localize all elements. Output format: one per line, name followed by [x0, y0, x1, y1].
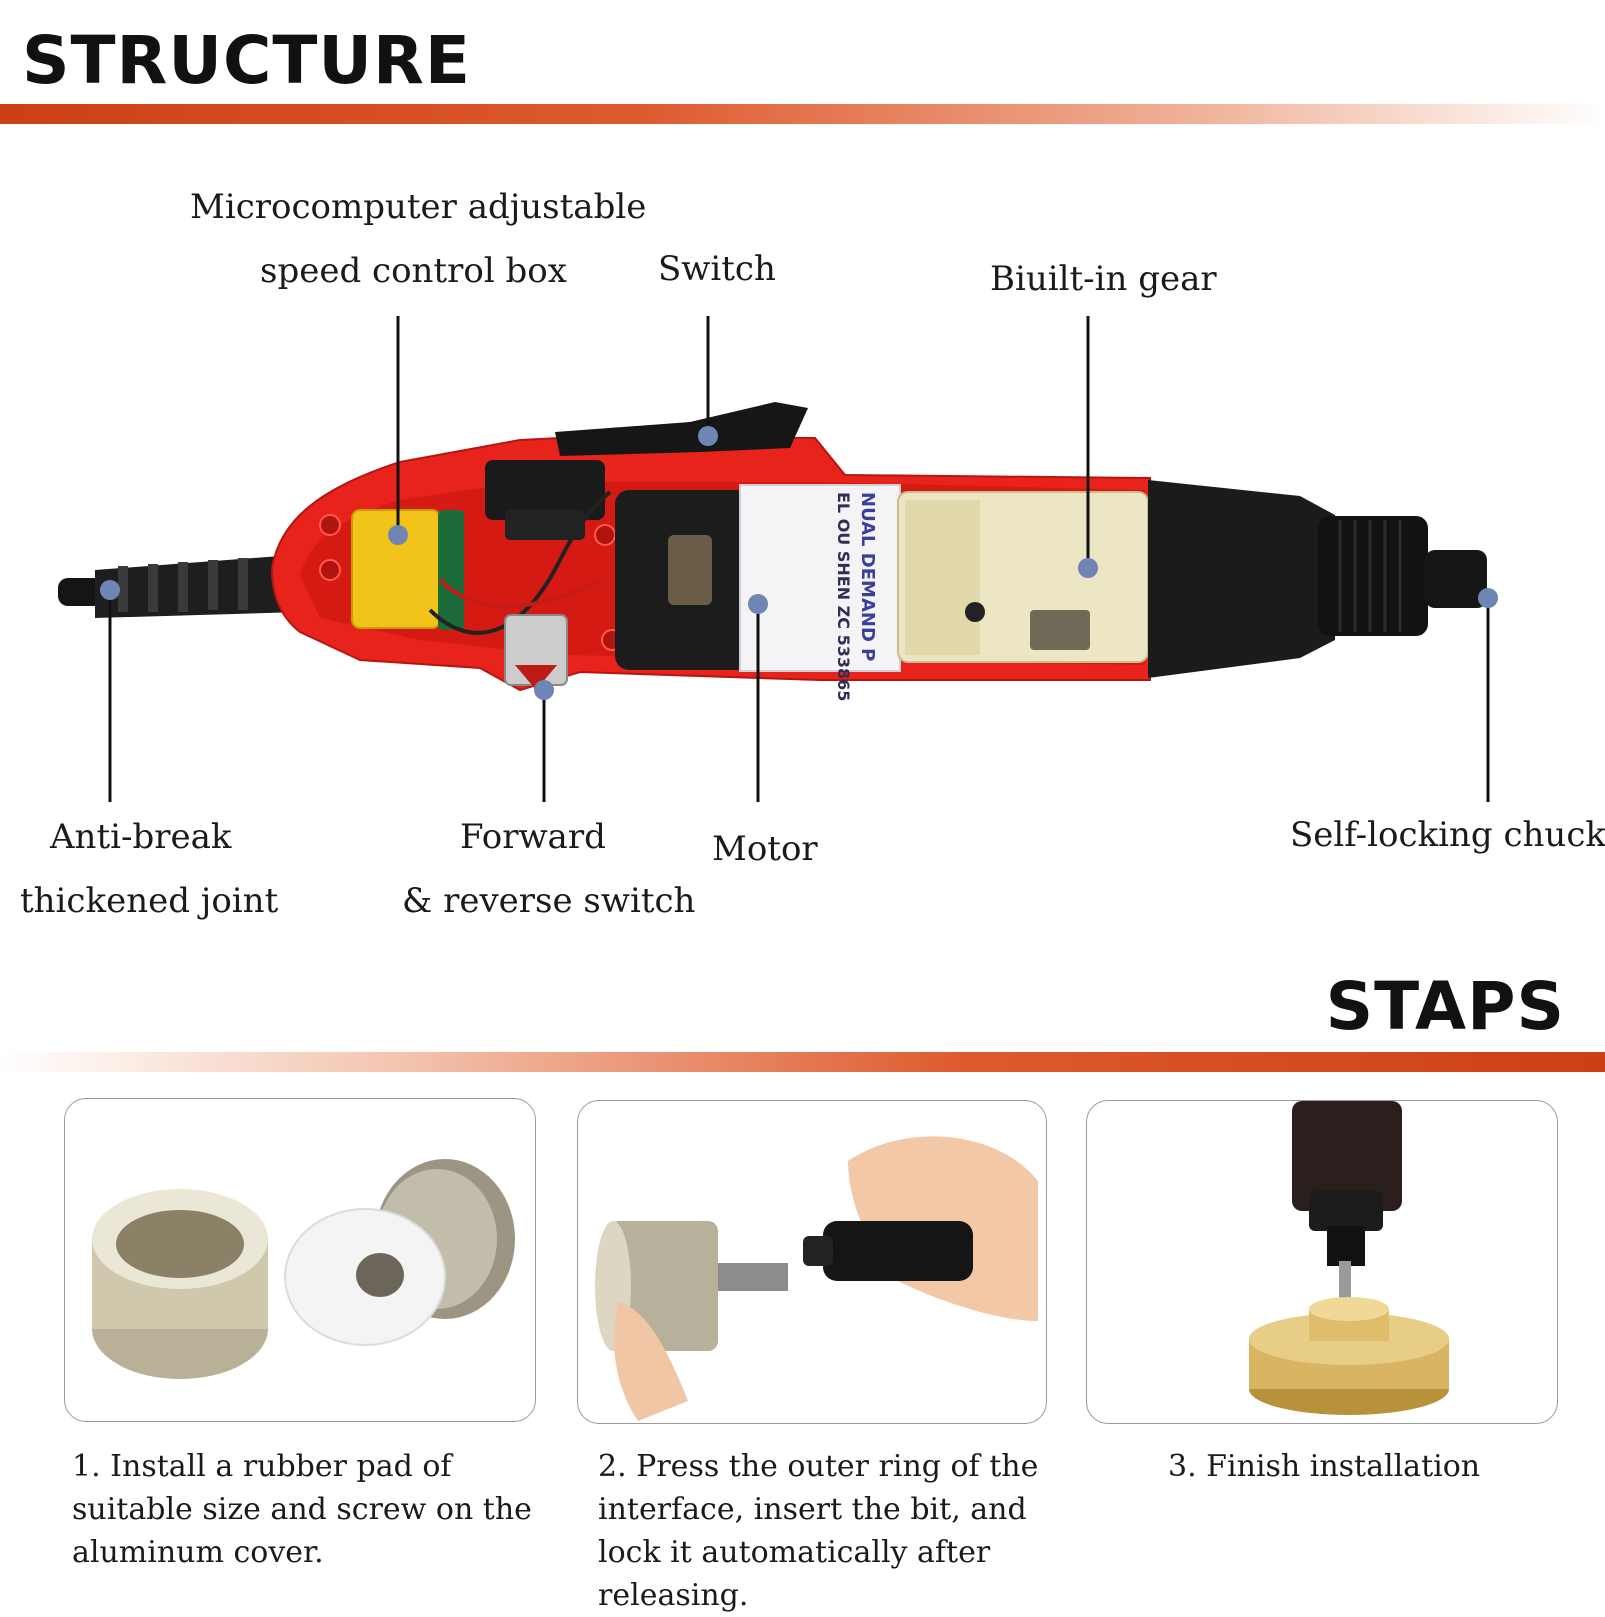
tool-tip-icon	[1292, 1101, 1402, 1311]
structure-divider	[0, 104, 1605, 124]
motor-print-line2: EL OU SHEN ZC 533865	[834, 492, 853, 701]
motor: NUAL DEMAND P EL OU SHEN ZC 533865	[615, 484, 901, 701]
label-chuck: Self-locking chuck	[1290, 815, 1605, 855]
label-joint-line2: thickened joint	[20, 881, 279, 921]
label-speed-control-line2: speed control box	[260, 251, 567, 291]
aluminum-ring-icon	[92, 1189, 268, 1379]
power-cable	[58, 556, 300, 618]
callout-lines	[108, 316, 1490, 802]
label-fr-switch-line2: & reverse switch	[402, 881, 696, 921]
step-1-image	[64, 1098, 536, 1422]
gearbox	[897, 491, 1149, 663]
label-motor: Motor	[712, 829, 818, 869]
chuck	[1425, 550, 1487, 608]
rubber-pad-icon	[284, 1208, 446, 1346]
callout-dots	[100, 426, 1498, 700]
step-2-image	[577, 1100, 1047, 1424]
label-joint-line1: Anti-break	[50, 817, 232, 857]
steps-heading: STAPS	[1325, 968, 1565, 1045]
label-gear: Biuilt-in gear	[990, 259, 1217, 299]
step-3-image	[1086, 1100, 1558, 1424]
nose-cone	[1148, 480, 1335, 678]
rotary-tool-diagram: NUAL DEMAND P EL OU SHEN ZC 533865	[58, 316, 1498, 802]
structure-heading: STRUCTURE	[22, 22, 471, 99]
step-3-text: 3. Finish installation	[1168, 1449, 1481, 1484]
step-2-text: 2. Press the outer ring of the interface…	[598, 1449, 1039, 1613]
switch-trigger	[555, 402, 808, 456]
tool-nose-icon	[803, 1221, 973, 1281]
label-switch: Switch	[658, 249, 776, 289]
screw-holes	[319, 514, 623, 651]
label-speed-control-line1: Microcomputer adjustable	[190, 187, 647, 227]
motor-print-line1: NUAL DEMAND P	[857, 492, 878, 661]
steps-divider	[0, 1052, 1605, 1072]
step-1-text: 1. Install a rubber pad of suitable size…	[72, 1449, 532, 1570]
brass-fitting-icon	[1249, 1297, 1449, 1415]
label-fr-switch-line1: Forward	[460, 817, 606, 857]
